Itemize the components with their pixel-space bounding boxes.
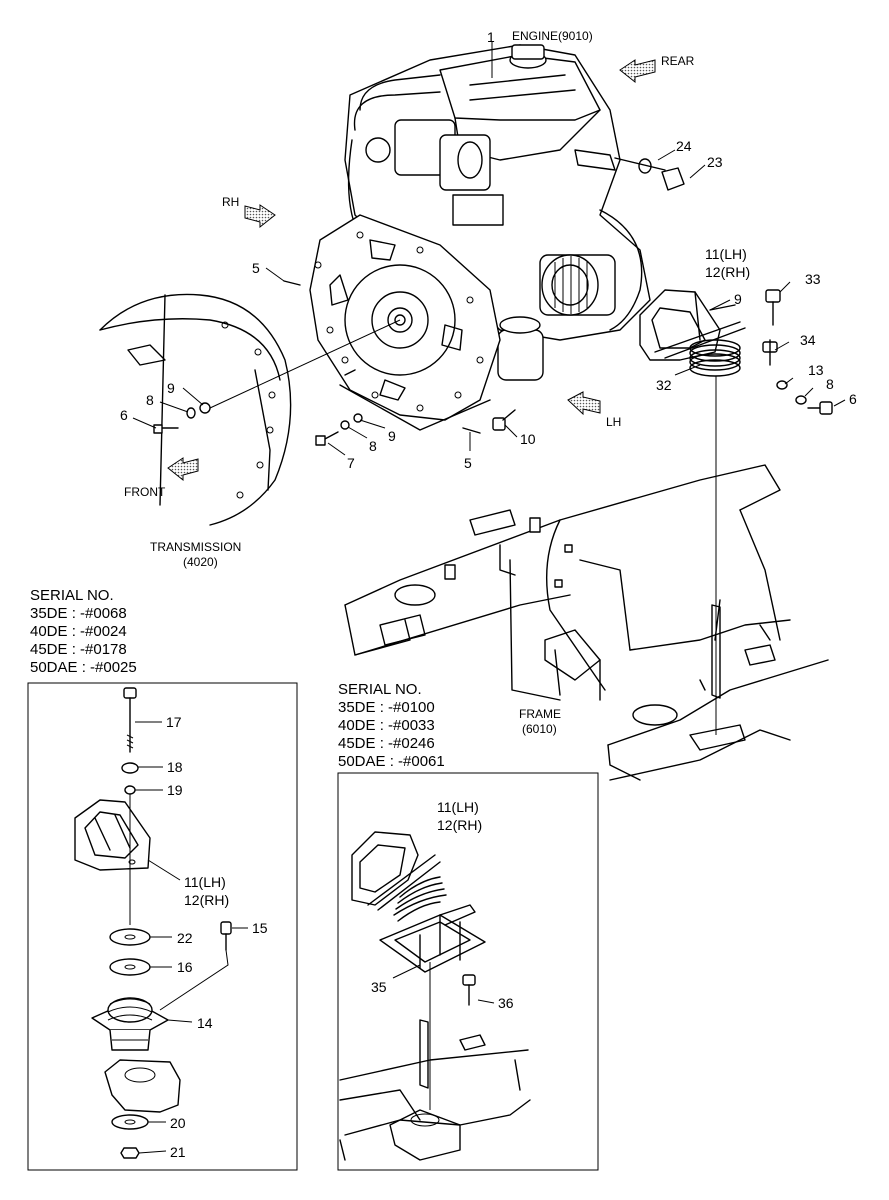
part-17: 17 bbox=[166, 714, 182, 730]
serial-right-line: 45DE : -#0246 bbox=[338, 735, 435, 752]
part-8-left: 8 bbox=[146, 392, 154, 408]
part-36: 36 bbox=[498, 995, 514, 1011]
serial-right-line: 40DE : -#0033 bbox=[338, 717, 435, 734]
part-10: 10 bbox=[520, 431, 536, 447]
part-15: 15 bbox=[252, 920, 268, 936]
part-23: 23 bbox=[707, 154, 723, 170]
part-9-mount: 9 bbox=[734, 291, 742, 307]
frame-label: FRAME bbox=[519, 707, 561, 721]
transmission-code: (4020) bbox=[183, 555, 218, 569]
engine-label: ENGINE(9010) bbox=[512, 29, 593, 43]
text-labels: ENGINE(9010) REAR RH LH FRONT TRANSMISSI… bbox=[30, 29, 857, 1160]
serial-right-line: 35DE : -#0100 bbox=[338, 699, 435, 716]
part-8-center: 8 bbox=[369, 438, 377, 454]
serial-left-line: 35DE : -#0068 bbox=[30, 605, 127, 622]
part-11-lh-right: 11(LH) bbox=[437, 799, 479, 815]
part-6-right: 6 bbox=[849, 391, 857, 407]
part-5-upper: 5 bbox=[252, 260, 260, 276]
inset-box-right bbox=[337, 772, 599, 1171]
part-13: 13 bbox=[808, 362, 824, 378]
serial-block-right: SERIAL NO. 35DE : -#0100 40DE : -#0033 4… bbox=[338, 681, 445, 770]
part-33: 33 bbox=[805, 271, 821, 287]
part-9-center: 9 bbox=[388, 428, 396, 444]
part-34: 34 bbox=[800, 332, 816, 348]
serial-left-line: 50DAE : -#0025 bbox=[30, 659, 137, 676]
rear-label: REAR bbox=[661, 54, 695, 68]
part-24: 24 bbox=[676, 138, 692, 154]
part-11-lh-main: 11(LH) bbox=[705, 246, 747, 262]
serial-left-title: SERIAL NO. bbox=[30, 587, 114, 604]
part-7: 7 bbox=[347, 455, 355, 471]
inset-box-left bbox=[27, 682, 298, 1171]
rear-arrow-icon bbox=[619, 59, 656, 84]
part-6-left: 6 bbox=[120, 407, 128, 423]
part-11-lh-left: 11(LH) bbox=[184, 874, 226, 890]
transmission-label: TRANSMISSION bbox=[150, 540, 241, 554]
direction-arrows bbox=[167, 59, 656, 482]
serial-right-title: SERIAL NO. bbox=[338, 681, 422, 698]
part-35: 35 bbox=[371, 979, 387, 995]
transmission-housing bbox=[99, 293, 292, 526]
front-label: FRONT bbox=[124, 485, 166, 499]
serial-right-line: 50DAE : -#0061 bbox=[338, 753, 445, 770]
serial-block-left: SERIAL NO. 35DE : -#0068 40DE : -#0024 4… bbox=[30, 587, 137, 676]
lh-label: LH bbox=[606, 415, 621, 429]
serial-left-line: 45DE : -#0178 bbox=[30, 641, 127, 658]
front-arrow-icon bbox=[167, 457, 199, 482]
rh-label: RH bbox=[222, 195, 239, 209]
engine-assembly bbox=[309, 44, 651, 431]
part-18: 18 bbox=[167, 759, 183, 775]
part-12-rh-left: 12(RH) bbox=[184, 892, 229, 908]
rh-arrow-icon bbox=[244, 204, 276, 229]
part-9-left: 9 bbox=[167, 380, 175, 396]
part-1: 1 bbox=[487, 29, 495, 45]
part-20: 20 bbox=[170, 1115, 186, 1131]
part-5-lower: 5 bbox=[464, 455, 472, 471]
part-19: 19 bbox=[167, 782, 183, 798]
part-12-rh-main: 12(RH) bbox=[705, 264, 750, 280]
part-12-rh-right: 12(RH) bbox=[437, 817, 482, 833]
lh-arrow-icon bbox=[567, 391, 601, 416]
part-21: 21 bbox=[170, 1144, 186, 1160]
leaders-main bbox=[132, 42, 846, 456]
frame-code: (6010) bbox=[522, 722, 557, 736]
rh-engine-mount bbox=[639, 289, 833, 735]
part-16: 16 bbox=[177, 959, 193, 975]
part-22: 22 bbox=[177, 930, 193, 946]
part-14: 14 bbox=[197, 1015, 213, 1031]
part-32: 32 bbox=[656, 377, 672, 393]
part-8-right: 8 bbox=[826, 376, 834, 392]
frame bbox=[344, 464, 829, 781]
serial-left-line: 40DE : -#0024 bbox=[30, 623, 127, 640]
